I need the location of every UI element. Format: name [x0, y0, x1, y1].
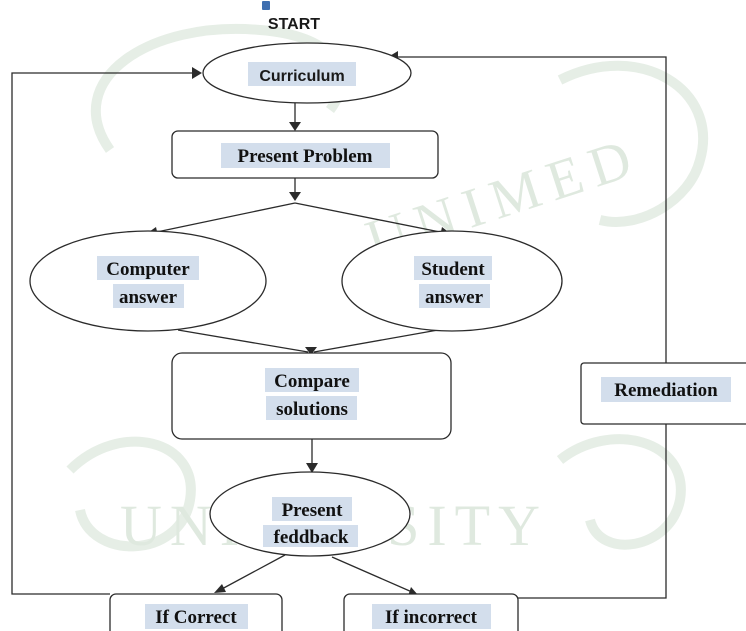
node-if-correct: If Correct: [109, 593, 283, 631]
student-answer-line-1: Student: [421, 259, 485, 280]
present-problem-label: Present Problem: [238, 146, 373, 167]
present-feedback-line-1: Present: [282, 500, 344, 521]
compare-solutions-line-1: Compare: [274, 371, 350, 392]
node-curriculum: Curriculum: [202, 42, 412, 104]
present-feedback-line-2: feddback: [274, 527, 349, 548]
student-answer-line-2: answer: [425, 287, 484, 308]
node-compare-solutions: Compare solutions: [171, 352, 452, 440]
compare-solutions-line-2: solutions: [276, 399, 348, 420]
node-present-feedback: Present feddback: [209, 471, 411, 557]
node-if-incorrect: If incorrect: [343, 593, 519, 631]
curriculum-label: Curriculum: [259, 68, 344, 85]
start-marker-icon: [262, 1, 270, 10]
if-correct-label: If Correct: [155, 607, 237, 628]
start-label: START: [268, 16, 320, 33]
if-incorrect-label: If incorrect: [385, 607, 478, 628]
node-student-answer: Student answer: [341, 230, 563, 332]
node-present-problem: Present Problem: [171, 130, 439, 179]
computer-answer-line-1: Computer: [106, 259, 190, 280]
remediation-label: Remediation: [614, 380, 718, 401]
node-remediation: Remediation: [580, 362, 746, 425]
computer-answer-line-2: answer: [119, 287, 178, 308]
edges: [11, 51, 667, 599]
node-computer-answer: Computer answer: [29, 230, 267, 332]
